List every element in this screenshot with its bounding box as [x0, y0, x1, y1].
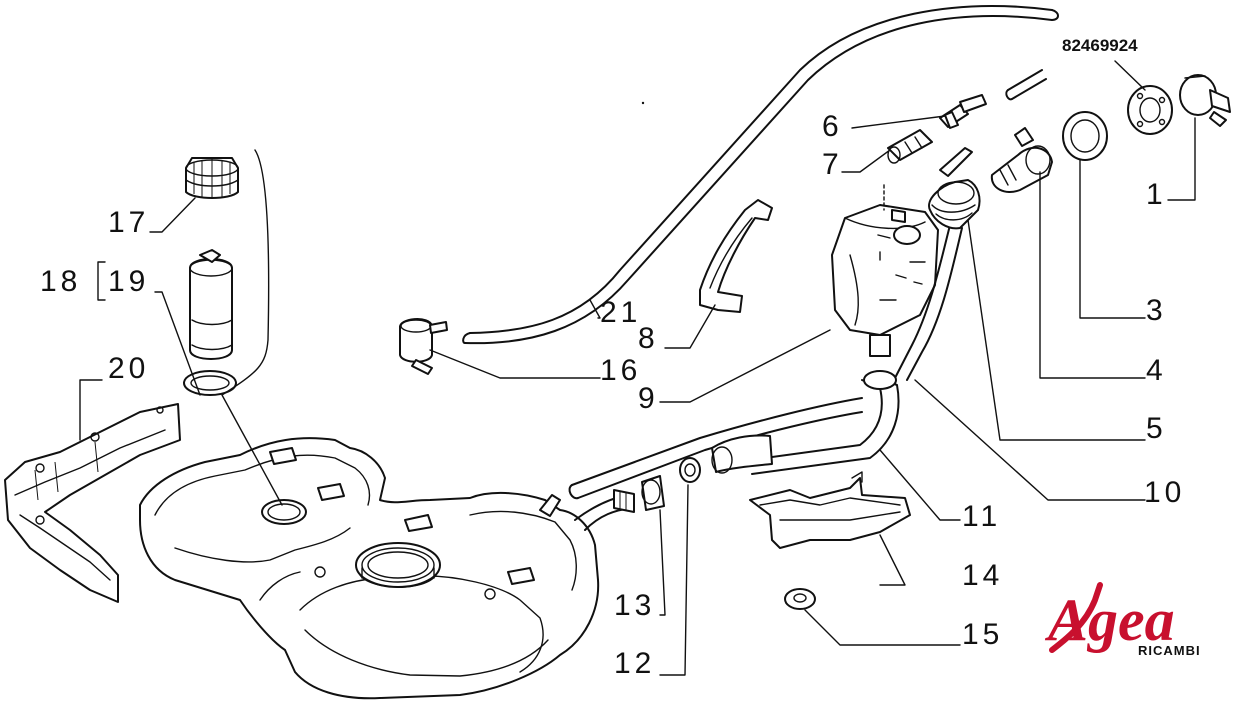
part-6-fitting — [939, 94, 987, 129]
part-4-neck — [990, 127, 1053, 194]
logo-wordmark: Agea — [1044, 587, 1175, 653]
part-5-bellows — [928, 147, 981, 230]
part-19-fuel-pump — [189, 249, 233, 360]
label-9: 9 — [638, 382, 659, 415]
label-5: 5 — [1146, 412, 1167, 445]
part-labels: 82469924 1 3 4 5 10 11 6 7 8 9 16 21 17 … — [40, 36, 1185, 680]
short-pipe-top — [1005, 69, 1047, 101]
logo-subtitle: RICAMBI — [1138, 643, 1201, 658]
part-14-shield — [749, 471, 911, 549]
agea-logo: Agea RICAMBI — [1044, 582, 1201, 658]
part-15-nut — [784, 588, 816, 610]
part-11-hose — [568, 370, 900, 500]
part-7-fitting — [887, 129, 933, 164]
label-7: 7 — [822, 148, 843, 181]
label-17: 17 — [108, 206, 149, 239]
flange-82469924 — [1127, 85, 1173, 135]
part-16-valve — [399, 318, 448, 375]
seal-ring — [183, 370, 237, 396]
part-20-heat-shield — [4, 403, 181, 603]
leader-lines — [79, 60, 1196, 676]
part-17-filler-cap — [185, 157, 239, 199]
part-1-locking-cap — [1179, 74, 1231, 127]
label-8: 8 — [638, 322, 659, 355]
part-21-vent-pipe — [462, 5, 1059, 345]
hose-segment — [711, 434, 773, 474]
label-4: 4 — [1146, 354, 1167, 387]
label-16: 16 — [600, 354, 641, 387]
part-3-seal — [1062, 111, 1108, 161]
label-18: 18 — [40, 265, 81, 298]
label-3: 3 — [1146, 294, 1167, 327]
tank-spout — [574, 489, 635, 531]
label-20: 20 — [108, 352, 149, 385]
label-11: 11 — [962, 500, 1001, 533]
part-12-ring — [679, 457, 701, 483]
label-15: 15 — [962, 618, 1003, 651]
label-19: 19 — [108, 265, 149, 298]
label-1: 1 — [1146, 178, 1167, 211]
part-code-label: 82469924 — [1062, 36, 1138, 55]
label-21: 21 — [600, 296, 641, 329]
label-12: 12 — [614, 647, 655, 680]
part-10-filler-pipe — [894, 224, 963, 381]
label-13: 13 — [614, 589, 655, 622]
part-8-bracket — [699, 199, 773, 313]
label-6: 6 — [822, 110, 843, 143]
part-13-clip — [641, 475, 665, 511]
label-14: 14 — [962, 559, 1003, 592]
label-10: 10 — [1144, 476, 1185, 509]
part-9-canister — [831, 204, 939, 357]
fuel-tank — [139, 437, 600, 700]
